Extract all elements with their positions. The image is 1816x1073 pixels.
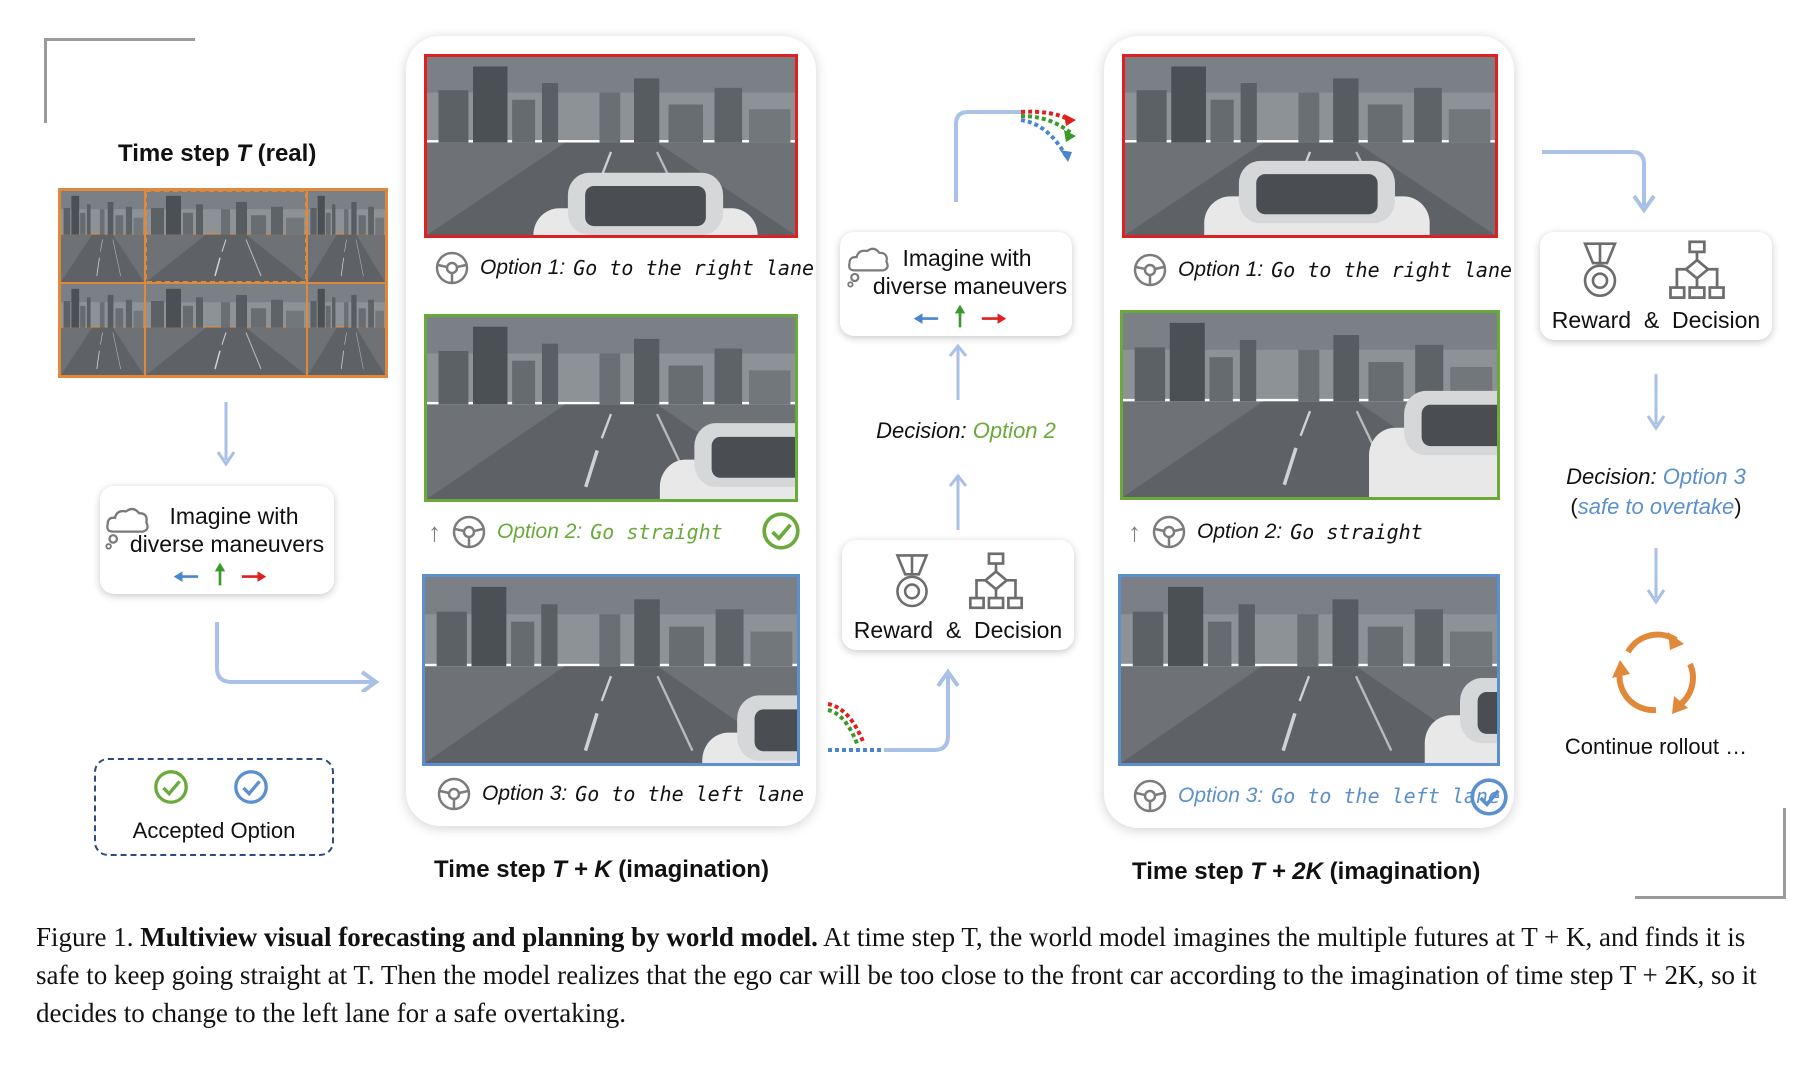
- arrow-right-icon: [215, 622, 380, 692]
- option1-label-t2k: Option 1:Go to the right lane: [1130, 250, 1512, 290]
- steering-wheel-icon: [449, 512, 489, 552]
- imagine-card-middle: Imagine with diverse maneuvers: [840, 232, 1072, 336]
- maneuver-arrows-icon: [912, 302, 1008, 330]
- imagine-line1: Imagine with: [169, 503, 299, 529]
- scene-option2-tk: [424, 314, 798, 502]
- option1-label-tk: Option 1:Go to the right lane: [432, 248, 814, 288]
- reward-decision-label: Reward & Decision: [853, 617, 1063, 643]
- decision-t2k: Decision: Option 3 (safe to overtake): [1566, 464, 1746, 519]
- scene-option1-t2k: [1122, 54, 1498, 238]
- imagine-line2: diverse maneuvers: [872, 273, 1068, 299]
- steering-wheel-icon: [1130, 776, 1170, 816]
- maneuver-arrows-icon: [172, 560, 268, 588]
- cycle-icon: [1612, 631, 1696, 714]
- time-step-t-title: Time step T (real): [118, 140, 317, 167]
- scene-option2-t2k: [1120, 310, 1500, 500]
- imagine-line1: Imagine with: [902, 245, 1032, 271]
- arrow-down-icon: [1646, 374, 1666, 431]
- medal-icon: [1578, 240, 1622, 302]
- scene-option3-tk: [422, 574, 800, 766]
- reward-decision-label: Reward & Decision: [1551, 307, 1761, 333]
- option3-label-tk: Option 3:Go to the left lane: [434, 774, 804, 814]
- scene-option3-t2k: [1118, 574, 1500, 766]
- caption-figure-label: Figure 1.: [36, 922, 134, 952]
- corner-bracket-top-left: [44, 38, 195, 123]
- arrow-down-icon: [216, 402, 236, 467]
- arrow-up-icon: ↑: [1128, 516, 1141, 547]
- steering-wheel-icon: [1149, 512, 1189, 552]
- time-step-tk-title: Time step T + K (imagination): [434, 856, 769, 883]
- accepted-option-label: Accepted Option: [132, 818, 296, 843]
- option2-label-tk: ↑ Option 2:Go straight: [428, 512, 723, 552]
- figure-caption: Figure 1. Multiview visual forecasting a…: [36, 918, 1786, 1032]
- time-step-t2k-title: Time step T + 2K (imagination): [1132, 858, 1481, 885]
- imagine-line2: diverse maneuvers: [129, 531, 325, 557]
- continue-rollout-label: Continue rollout …: [1564, 734, 1748, 759]
- imagine-card-left: Imagine with diverse maneuvers: [100, 486, 334, 594]
- check-circle-icon: [760, 510, 802, 552]
- arrow-down-icon: [1646, 548, 1666, 605]
- arrow-from-tk-icon: [827, 668, 960, 752]
- arrow-to-next-step-icon: [954, 109, 1076, 202]
- caption-title: Multiview visual forecasting and plannin…: [140, 922, 818, 952]
- steering-wheel-icon: [1130, 250, 1170, 290]
- scene-option1-tk: [424, 54, 798, 238]
- arrow-down-icon: [1542, 150, 1656, 214]
- steering-wheel-icon: [432, 248, 472, 288]
- check-circle-icon: [1468, 776, 1510, 818]
- caption-body: At time step T, the world model imagines…: [36, 922, 1757, 1028]
- arrow-up-icon: [948, 343, 968, 400]
- option3-label-t2k: Option 3:Go to the left lane: [1130, 776, 1500, 816]
- option2-label-t2k: ↑ Option 2:Go straight: [1128, 512, 1423, 552]
- figure: Time step T (real) Imagine with diverse …: [44, 36, 1786, 899]
- arrow-up-icon: [948, 473, 968, 530]
- decision-tree-icon: [968, 552, 1024, 614]
- decision-tree-icon: [1668, 240, 1726, 304]
- reward-decision-card-right: Reward & Decision: [1540, 232, 1772, 340]
- decision-tk: Decision: Option 2: [876, 418, 1056, 443]
- check-circle-icon: [152, 768, 190, 806]
- corner-bracket-bottom-right: [1635, 808, 1786, 899]
- medal-icon: [890, 552, 934, 612]
- reward-decision-card-middle: Reward & Decision: [842, 540, 1074, 650]
- steering-wheel-icon: [434, 774, 474, 814]
- accepted-option-legend: Accepted Option: [94, 758, 334, 856]
- arrow-up-icon: ↑: [428, 516, 441, 547]
- multiview-camera-grid: [58, 188, 388, 378]
- check-circle-icon: [232, 768, 270, 806]
